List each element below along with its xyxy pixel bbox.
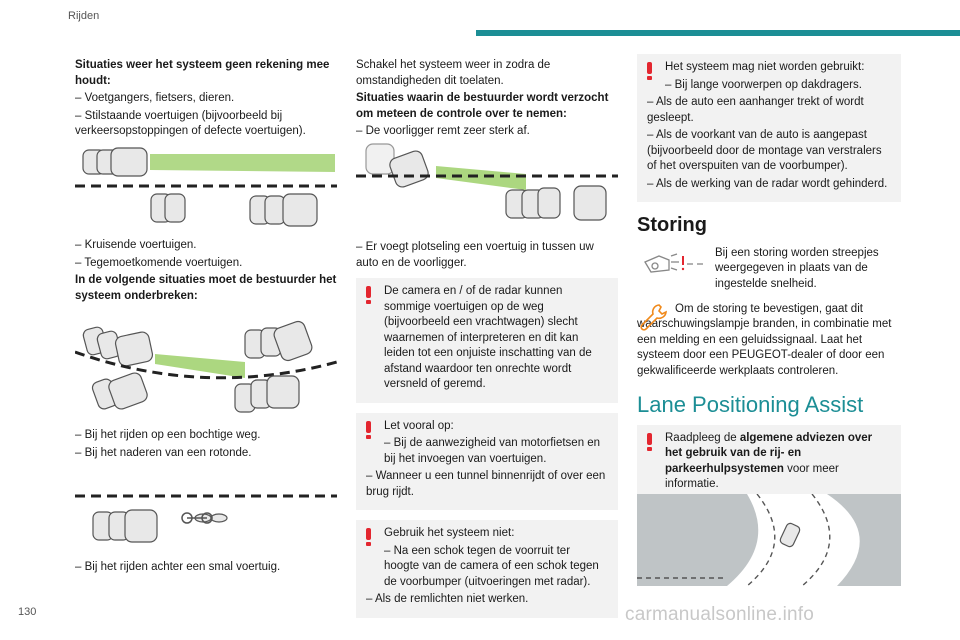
column-1c: – Bij het rijden op een bochtige weg. – … xyxy=(75,428,337,463)
warning-icon xyxy=(366,420,372,439)
illustration-hard-braking xyxy=(356,143,618,221)
column-2b: – Er voegt plotseling een voertuig in tu… xyxy=(356,240,618,273)
watermark: carmanualsonline.info xyxy=(625,604,815,625)
list-item: – Bij het rijden op een bochtige weg. xyxy=(75,429,261,441)
list-item: – Na een schok tegen de voorruit ter hoo… xyxy=(384,544,599,588)
paragraph: Bij een storing worden streepjes weergeg… xyxy=(715,246,879,290)
list-item: – De voorligger remt zeer sterk af. xyxy=(356,125,530,137)
list-item: – Wanneer u een tunnel binnenrijdt of ov… xyxy=(366,470,606,498)
heading-interrupt-system: In de volgende situaties moet de bestuur… xyxy=(75,274,337,302)
note-title: Het systeem mag niet worden gebruikt: xyxy=(665,61,865,73)
list-item: – Bij het rijden achter een smal voertui… xyxy=(75,561,281,573)
list-item: – Tegemoetkomende voertuigen. xyxy=(75,256,243,269)
page-number: 130 xyxy=(18,606,37,618)
list-item: – Als de remlichten niet werken. xyxy=(366,593,529,605)
list-item: – Kruisende voertuigen. xyxy=(75,239,197,251)
list-item: – Er voegt plotseling een voertuig in tu… xyxy=(356,241,594,269)
warning-note: Gebruik het systeem niet: – Na een schok… xyxy=(356,520,618,618)
warning-icon xyxy=(647,432,653,451)
list-item: – Voetgangers, fietsers, dieren. xyxy=(75,92,235,104)
illustration-curved-road xyxy=(75,320,337,413)
illustration-lane-positioning xyxy=(637,494,901,586)
column-1: Situaties weer het systeem geen rekening… xyxy=(75,58,337,142)
paragraph: Schakel het systeem weer in zodra de oms… xyxy=(356,59,551,87)
warning-icon xyxy=(366,528,372,546)
heading-storing: Storing xyxy=(637,214,707,236)
warning-note: Let vooral op: – Bij de aanwezigheid van… xyxy=(356,412,618,510)
wrench-icon xyxy=(640,303,667,331)
section-title: Rijden xyxy=(68,10,100,22)
warning-icon xyxy=(366,286,372,304)
heading-lane-positioning-assist: Lane Positioning Assist xyxy=(637,392,864,417)
column-2-notes: De camera en / of de radar kunnen sommig… xyxy=(356,278,618,628)
note-title: Let vooral op: xyxy=(384,419,454,432)
warning-icon xyxy=(647,62,653,80)
list-item: – Bij lange voorwerpen op dakdragers. xyxy=(665,78,862,91)
list-item: – Als de auto een aanhanger trekt of wor… xyxy=(647,96,864,124)
paragraph: Om de storing te bevestigen, gaat dit wa… xyxy=(637,302,892,377)
column-3: Het systeem mag niet worden gebruikt: – … xyxy=(637,54,901,513)
column-1b: – Kruisende voertuigen. – Tegemoetkomend… xyxy=(75,238,337,306)
warning-note: Raadpleeg de algemene adviezen over het … xyxy=(637,424,901,503)
illustration-stationary-vehicle xyxy=(75,147,337,227)
list-item: – Stilstaande voertuigen (bijvoorbeeld b… xyxy=(75,109,306,138)
list-item: – Bij de aanwezigheid van motorfietsen e… xyxy=(384,437,601,465)
list-item: – Als de werking van de radar wordt gehi… xyxy=(647,177,888,190)
column-1d: – Bij het rijden achter een smal voertui… xyxy=(75,560,337,578)
note-title: Gebruik het systeem niet: xyxy=(384,527,515,539)
list-item: – Bij het naderen van een rotonde. xyxy=(75,446,252,459)
list-item: – Als de voorkant van de auto is aangepa… xyxy=(647,129,882,172)
note-text: De camera en / of de radar kunnen sommig… xyxy=(384,285,592,390)
warning-note: Het systeem mag niet worden gebruikt: – … xyxy=(637,54,901,202)
warning-note: De camera en / of de radar kunnen sommig… xyxy=(356,278,618,403)
column-2: Schakel het systeem weer in zodra de oms… xyxy=(356,58,618,142)
illustration-narrow-vehicle xyxy=(75,494,337,543)
heading-ignored-situations: Situaties weer het systeem geen rekening… xyxy=(75,59,330,87)
radar-fault-icon xyxy=(644,252,703,273)
heading-take-control: Situaties waarin de bestuurder wordt ver… xyxy=(356,92,609,120)
note-text: Raadpleeg de algemene adviezen over het … xyxy=(665,431,873,491)
header-accent-bar xyxy=(476,30,960,36)
